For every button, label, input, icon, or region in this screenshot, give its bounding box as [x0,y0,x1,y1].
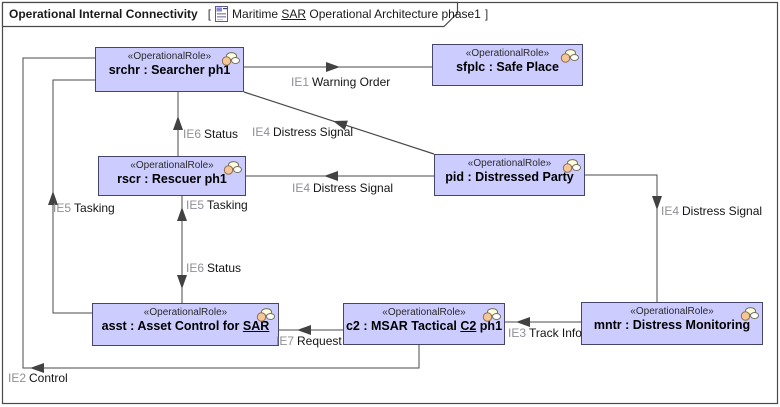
close-bracket: ] [484,7,489,21]
node-name: c2 : MSAR Tactical C2 ph1 [345,319,503,333]
connector-ie5-asst-srchr[interactable] [48,79,95,314]
operational-role-icon [562,159,581,173]
node-pid-distressed-party[interactable]: «OperationalRole» pid : Distressed Party [434,154,585,196]
connector-ie7-c2-asst[interactable] [279,325,343,335]
node-name: srchr : Searcher ph1 [108,63,231,77]
connector-ie4-pid-rscr[interactable] [246,171,434,181]
diagram-title: Operational Internal Connectivity [9,7,198,21]
operational-role-icon [482,308,501,322]
connector-ie4-pid-srchr[interactable] [243,91,435,155]
connector-ie2-c2-srchr[interactable] [22,57,420,373]
node-c2-msar-tactical[interactable]: «OperationalRole» c2 : MSAR Tactical C2 … [343,303,505,345]
operational-role-icon [221,52,240,66]
connector-ie5-ie6-rscr-asst[interactable] [177,196,187,303]
node-name: rscr : Rescuer ph1 [117,172,227,186]
stereotype-label: «OperationalRole» [130,160,214,171]
node-name: asst : Asset Control for SAR [101,319,270,333]
connector-ie4-pid-mntr[interactable] [585,174,662,302]
diagram-title-tab [1,1,459,28]
operational-role-icon [740,307,759,321]
stereotype-label: «OperationalRole» [382,307,466,318]
node-asst-asset-control[interactable]: «OperationalRole» asst : Asset Control f… [92,303,279,346]
node-sfplc-safe-place[interactable]: «OperationalRole» sfplc : Safe Place [432,44,583,86]
stereotype-label: «OperationalRole» [630,306,714,317]
node-name: pid : Distressed Party [445,170,574,184]
diagram-title-bar: Operational Internal Connectivity [ Mari… [9,6,488,22]
stereotype-label: «OperationalRole» [127,51,212,62]
connector-ie6-rscr-srchr[interactable] [173,92,183,156]
node-rscr-rescuer[interactable]: «OperationalRole» rscr : Rescuer ph1 [98,156,246,196]
operational-role-icon [560,49,579,63]
connector-ie1-srchr-sfplc[interactable] [244,62,432,72]
operational-role-icon [256,308,275,322]
connector-ie3-mntr-c2[interactable] [505,317,581,327]
stereotype-label: «OperationalRole» [465,48,550,59]
open-bracket: [ [207,7,212,21]
diagram-type-icon [215,6,229,22]
node-srchr-searcher[interactable]: «OperationalRole» srchr : Searcher ph1 [95,47,244,92]
diagram-context: Maritime SAR Operational Architecture ph… [232,7,481,21]
stereotype-label: «OperationalRole» [467,158,552,169]
node-name: sfplc : Safe Place [456,60,559,74]
operational-role-icon [223,161,242,175]
context-link-sar[interactable]: SAR [281,7,307,21]
stereotype-label: «OperationalRole» [143,307,228,318]
node-mntr-distress-monitoring[interactable]: «OperationalRole» mntr : Distress Monito… [581,302,763,345]
node-name: mntr : Distress Monitoring [593,318,751,332]
